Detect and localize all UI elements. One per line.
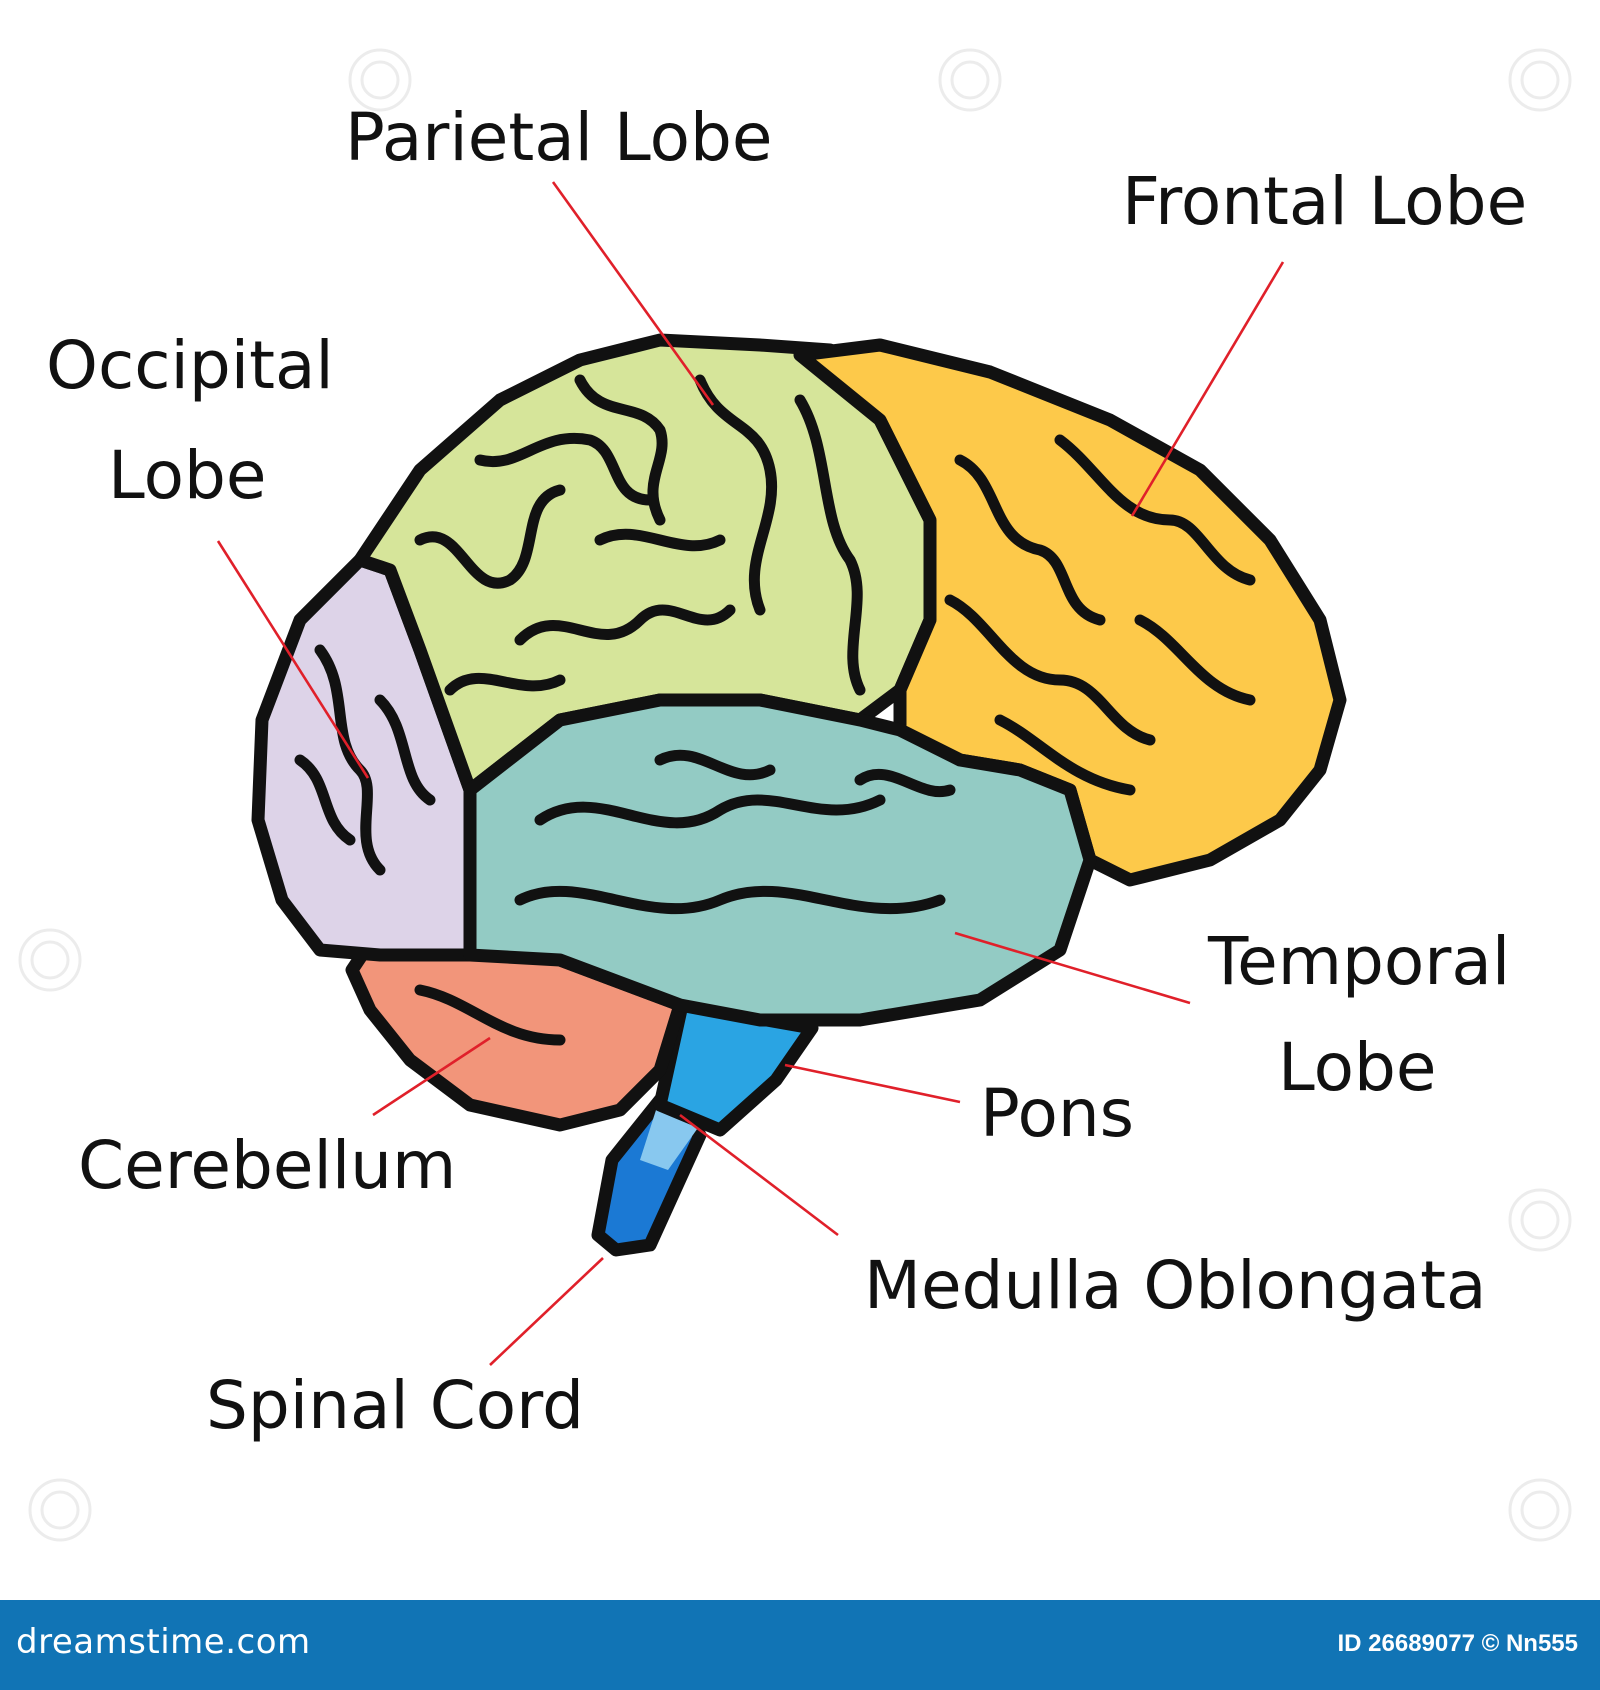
label-frontal-lobe: Frontal Lobe	[1122, 163, 1527, 240]
footer-image-id: ID 26689077 © Nn555	[1337, 1630, 1578, 1657]
leader-cerebellum	[372, 1036, 491, 1117]
label-medulla-oblongata: Medulla Oblongata	[864, 1247, 1486, 1324]
label-cerebellum: Cerebellum	[78, 1127, 456, 1204]
leader-temporal	[954, 931, 1191, 1005]
leader-parietal	[551, 181, 715, 406]
label-spinal-cord: Spinal Cord	[206, 1367, 584, 1444]
label-parietal-lobe: Parietal Lobe	[345, 99, 773, 176]
leader-medulla	[679, 1113, 839, 1237]
footer-brand: dreamstime.com	[16, 1622, 311, 1662]
temporal-region	[463, 693, 1097, 1027]
leader-frontal	[1130, 261, 1285, 517]
leader-spinal	[489, 1257, 604, 1366]
label-occipital-line1: Occipital	[46, 327, 334, 404]
leader-occipital	[216, 540, 370, 779]
label-temporal-line1: Temporal	[1207, 923, 1510, 1000]
label-temporal-line2: Lobe	[1278, 1029, 1437, 1106]
leader-pons	[784, 1063, 961, 1104]
medulla-region	[640, 1110, 700, 1170]
brain-diagram: Parietal Lobe Frontal Lobe Occipital Lob…	[18, 48, 1572, 1542]
watermark-swirls	[18, 48, 1572, 1542]
label-occipital-line2: Lobe	[108, 437, 267, 514]
leader-lines	[216, 181, 1285, 1366]
label-pons: Pons	[980, 1075, 1134, 1152]
brain-sulci	[294, 374, 1256, 1046]
watermark-footer-bar: dreamstime.com ID 26689077 © Nn555	[0, 1600, 1600, 1690]
